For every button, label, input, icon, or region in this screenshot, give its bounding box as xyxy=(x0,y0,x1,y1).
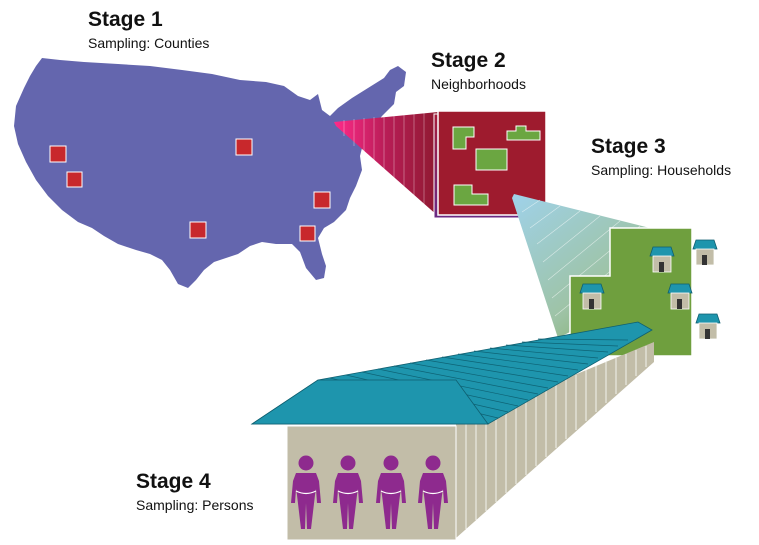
county-marker xyxy=(189,221,207,239)
stage-4-subtitle: Sampling: Persons xyxy=(136,497,254,513)
person-icon xyxy=(418,455,448,529)
household-house xyxy=(695,313,721,340)
county-marker xyxy=(299,225,316,242)
parcel xyxy=(453,184,489,206)
house-stack-slices xyxy=(465,346,647,529)
stage-1-title: Stage 1 xyxy=(88,8,163,31)
stage-1-subtitle: Sampling: Counties xyxy=(88,35,209,51)
household-house xyxy=(692,239,718,266)
parcel xyxy=(452,126,475,150)
household-house xyxy=(579,283,605,310)
county-marker xyxy=(313,191,331,209)
parcel xyxy=(475,148,508,171)
stage-2-title: Stage 2 xyxy=(431,49,506,72)
projection-beam-1 xyxy=(334,112,438,216)
county-marker xyxy=(235,138,253,156)
stage-3-title: Stage 3 xyxy=(591,135,666,158)
household-area xyxy=(569,227,721,357)
stage-2-subtitle: Neighborhoods xyxy=(431,76,526,92)
person-icon xyxy=(333,455,363,529)
county-marker xyxy=(66,171,83,188)
us-map xyxy=(14,58,406,288)
person-icon xyxy=(376,455,406,529)
county-marker xyxy=(49,145,67,163)
stage-4-title: Stage 4 xyxy=(136,470,211,493)
beam-1-steps xyxy=(343,112,425,207)
household-house xyxy=(667,283,693,310)
neighborhood-block xyxy=(433,110,547,219)
stage-3-subtitle: Sampling: Households xyxy=(591,162,731,178)
parcel xyxy=(506,125,541,141)
house-front-roof xyxy=(250,379,489,425)
person-icon xyxy=(291,455,321,529)
household-house xyxy=(649,246,675,273)
persons xyxy=(291,455,448,529)
